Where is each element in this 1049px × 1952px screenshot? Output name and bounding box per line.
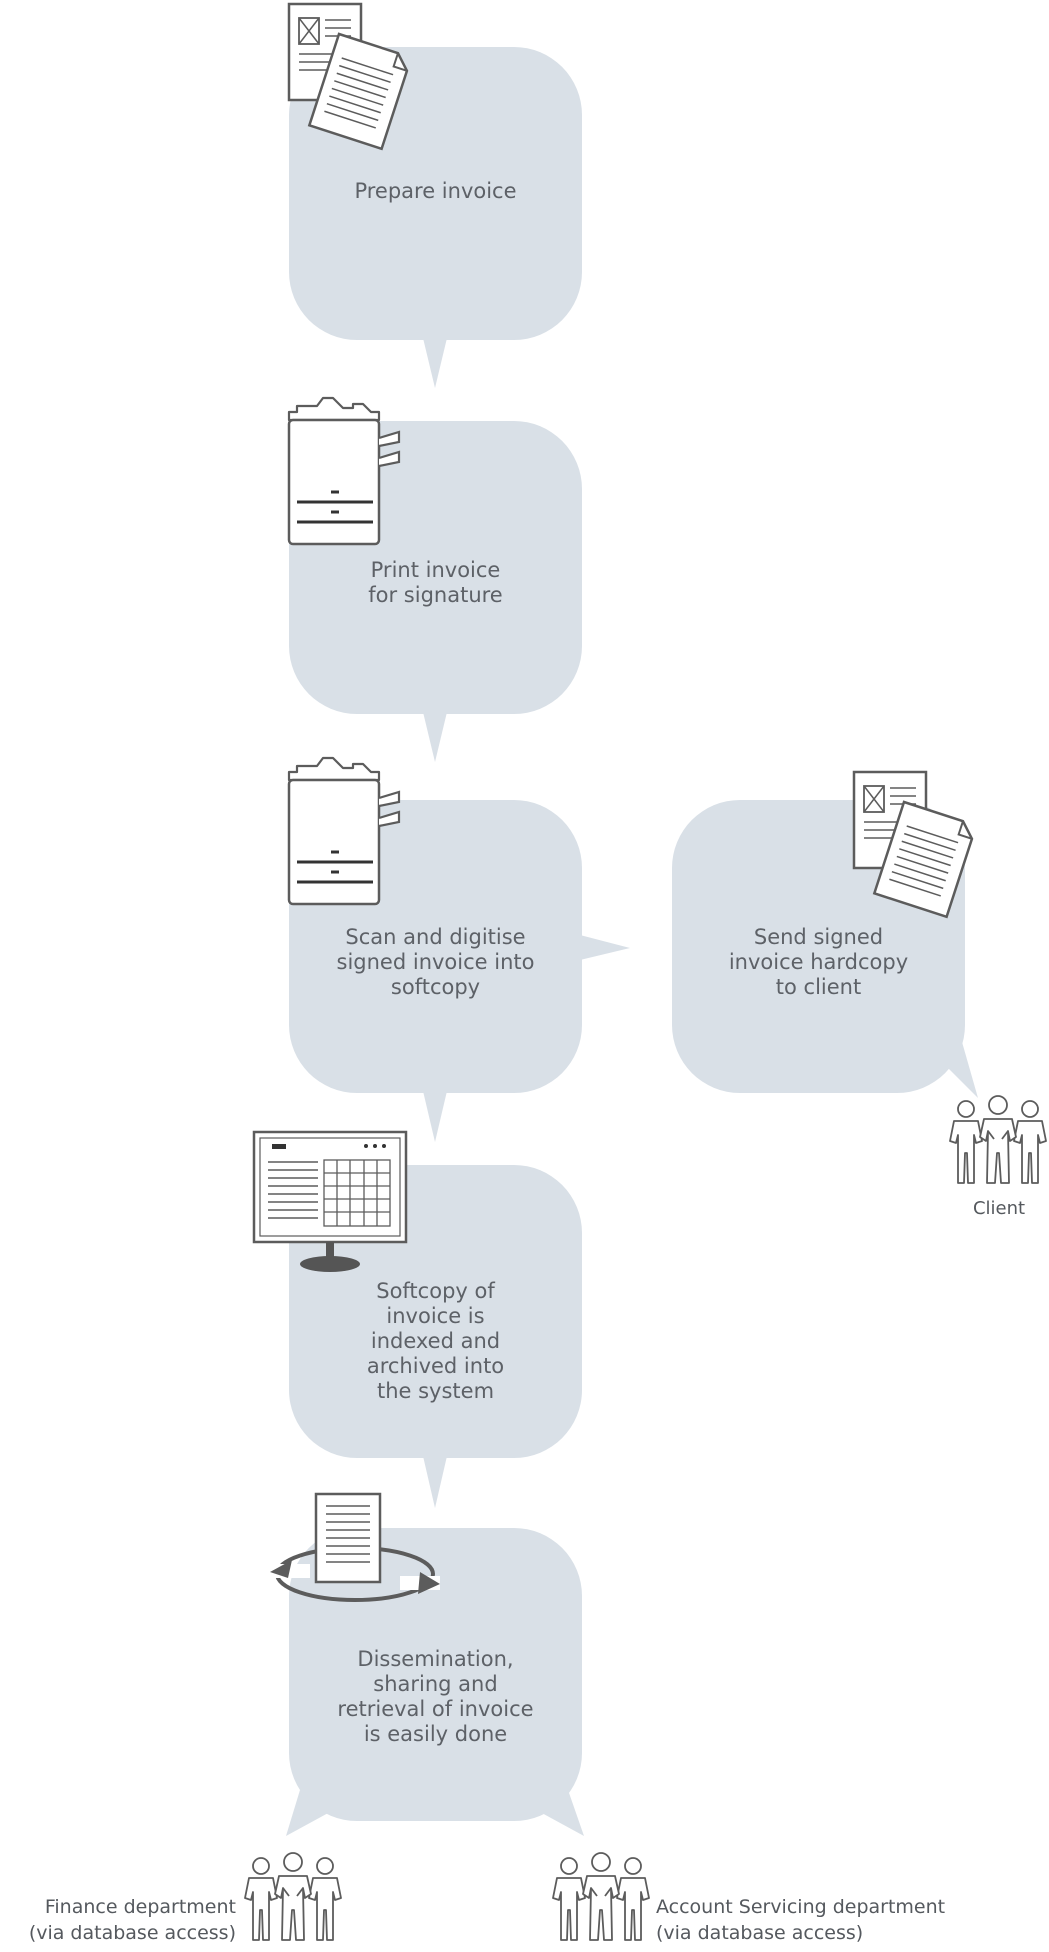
step-label-archive: Softcopy of invoice is indexed and archi… xyxy=(366,1279,505,1403)
client-people-icon xyxy=(949,1095,1047,1184)
document-cycle-icon xyxy=(270,1492,440,1602)
account-servicing-people-icon xyxy=(552,1852,650,1941)
account-servicing-department-label: Account Servicing department (via databa… xyxy=(656,1896,946,1944)
step-label-prepare: Prepare invoice xyxy=(354,179,517,203)
step-label-send: Send signed invoice hardcopy to client xyxy=(728,925,909,999)
finance-department-label: Finance department (via database access) xyxy=(28,1896,236,1944)
step-label-print: Print invoice for signature xyxy=(368,558,503,607)
step-label-scan: Scan and digitise signed invoice into so… xyxy=(336,925,535,999)
client-label: Client xyxy=(972,1198,1026,1219)
finance-people-icon xyxy=(244,1852,342,1941)
monitor-icon xyxy=(252,1130,408,1272)
step-label-disseminate: Dissemination, sharing and retrieval of … xyxy=(337,1647,534,1746)
